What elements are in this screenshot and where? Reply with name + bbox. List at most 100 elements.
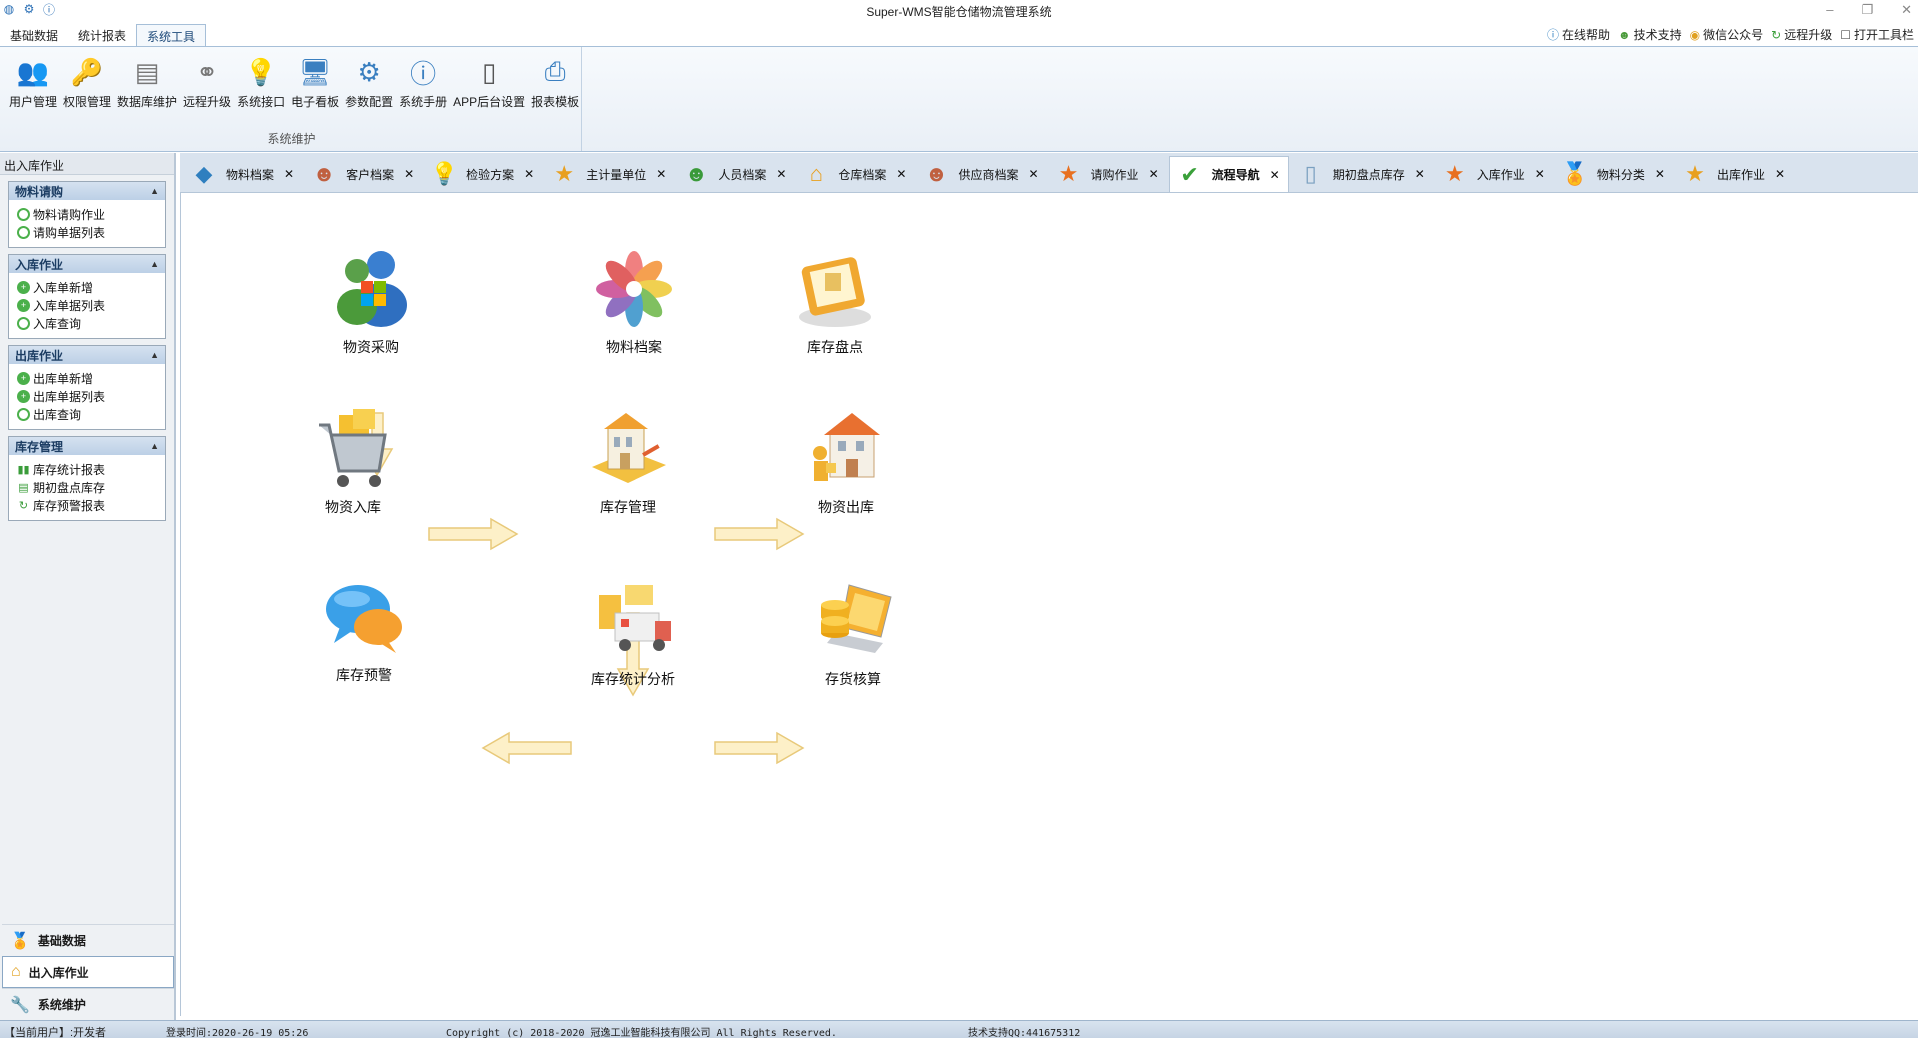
close-icon[interactable]: ✕	[524, 167, 535, 181]
electronic-board-button[interactable]: 🖥电子看板	[288, 53, 342, 110]
supplier-icon: ☻	[924, 161, 949, 186]
help-icon: ⓘ	[1546, 28, 1559, 42]
menu-group-header[interactable]: 物料请购▲	[9, 182, 165, 200]
support-qq: 技术支持QQ:441675312	[968, 1028, 1081, 1038]
flow-node-material-archive[interactable]: 物料档案	[574, 245, 694, 357]
close-icon[interactable]: ✕	[896, 167, 907, 181]
nav-inout-operations[interactable]: ⌂出入库作业	[2, 956, 174, 988]
parameter-config-button[interactable]: ⚙参数配置	[342, 53, 396, 110]
tab-label: 供应商档案	[958, 167, 1019, 182]
close-icon[interactable]: ✕	[1414, 167, 1425, 181]
menu-item-request-list[interactable]: 请购单据列表	[17, 223, 157, 241]
permission-management-button[interactable]: 🔑权限管理	[60, 53, 114, 110]
user-management-button[interactable]: 👥用户管理	[6, 53, 60, 110]
ribbon-tab-basic-data[interactable]: 基础数据	[10, 29, 59, 43]
medal-icon: 🏅	[1561, 161, 1589, 186]
wrench-icon: 🔧	[10, 996, 30, 1014]
copyright-text: Copyright (c) 2018-2020 冠逸工业智能科技有限公司 All…	[446, 1028, 837, 1038]
report-template-button[interactable]: ⎙报表模板	[528, 53, 582, 110]
app-logo-icon[interactable]: ◍	[3, 2, 15, 16]
menu-item-opening-stock[interactable]: ▤期初盘点库存	[17, 478, 157, 496]
tab-warehouse-archive[interactable]: ⌂仓库档案✕	[796, 156, 914, 192]
tab-unit-of-measure[interactable]: ★主计量单位✕	[544, 156, 674, 192]
close-icon[interactable]: ✕	[1534, 167, 1545, 181]
flow-node-stock-alert[interactable]: 库存预警	[304, 573, 424, 685]
support-link[interactable]: ☻技术支持	[1618, 26, 1682, 43]
flow-node-stocktaking[interactable]: 库存盘点	[775, 245, 895, 357]
tab-material-archive[interactable]: ◆物料档案✕	[184, 156, 302, 192]
system-interface-button[interactable]: 💡系统接口	[234, 53, 288, 110]
ribbon-tab-reports[interactable]: 统计报表	[78, 29, 127, 43]
close-icon[interactable]: ✕	[1901, 2, 1912, 17]
close-icon[interactable]: ✕	[1028, 167, 1039, 181]
menu-item-outbound-new[interactable]: +出库单新增	[17, 369, 157, 387]
arrow-analysis-to-accounting	[714, 731, 805, 765]
menu-group-header[interactable]: 库存管理▲	[9, 437, 165, 455]
menu-item-inventory-report[interactable]: ▮▮库存统计报表	[17, 460, 157, 478]
close-icon[interactable]: ✕	[1148, 167, 1159, 181]
close-icon[interactable]: ✕	[284, 167, 295, 181]
toolbar-toggle[interactable]: ☐打开工具栏	[1840, 26, 1914, 43]
tab-outbound-operation[interactable]: ★出库作业✕	[1675, 156, 1793, 192]
close-icon[interactable]: ✕	[1774, 167, 1786, 181]
flow-node-outbound[interactable]: 物资出库	[786, 405, 906, 517]
flow-node-purchase[interactable]: 物资采购	[311, 245, 431, 357]
close-icon[interactable]: ✕	[776, 167, 787, 181]
close-icon[interactable]: ✕	[1269, 167, 1280, 182]
tab-label: 出库作业	[1716, 167, 1765, 182]
settings-icon[interactable]: ⚙	[23, 2, 35, 16]
close-icon[interactable]: ✕	[404, 167, 415, 181]
tab-opening-stock[interactable]: ▯期初盘点库存✕	[1291, 156, 1433, 192]
menu-item-purchase-request[interactable]: 物料请购作业	[17, 205, 157, 223]
collapse-icon[interactable]: ▲	[150, 259, 159, 269]
collapse-icon[interactable]: ▲	[150, 441, 159, 451]
collapse-icon[interactable]: ▲	[150, 350, 159, 360]
menu-item-inbound-list[interactable]: +入库单据列表	[17, 296, 157, 314]
window-title: Super-WMS智能仓储物流管理系统	[866, 5, 1052, 19]
tab-purchase-request[interactable]: ★请购作业✕	[1049, 156, 1167, 192]
menu-item-stock-alert[interactable]: ↻库存预警报表	[17, 496, 157, 514]
flow-node-inventory-accounting[interactable]: 存货核算	[793, 577, 913, 689]
menu-item-inbound-new[interactable]: +入库单新增	[17, 278, 157, 296]
close-icon[interactable]: ✕	[656, 167, 667, 181]
database-maintenance-button[interactable]: ▤数据库维护	[114, 53, 180, 110]
refresh-icon: ↻	[18, 499, 29, 512]
upgrade-link[interactable]: ↻远程升级	[1771, 26, 1832, 43]
wechat-link[interactable]: ◉微信公众号	[1690, 26, 1764, 43]
gear-icon: ⚙	[357, 56, 381, 87]
ribbon-panel: 👥用户管理 🔑权限管理 ▤数据库维护 ⚭远程升级 💡系统接口 🖥电子看板 ⚙参数…	[0, 46, 1918, 152]
flow-node-stock-management[interactable]: 库存管理	[568, 405, 688, 517]
ribbon-tab-bar: 基础数据 统计报表 系统工具	[0, 24, 207, 46]
menu-item-outbound-query[interactable]: 出库查询	[17, 405, 157, 423]
home-icon: ⌂	[809, 161, 824, 186]
minimize-icon[interactable]: –	[1826, 2, 1834, 17]
tab-personnel-archive[interactable]: ☻人员档案✕	[676, 156, 794, 192]
restore-icon[interactable]: ❐	[1861, 2, 1874, 17]
menu-item-inbound-query[interactable]: 入库查询	[17, 314, 157, 332]
tab-inspection-plan[interactable]: 💡检验方案✕	[424, 156, 542, 192]
medal-icon: 🏅	[10, 932, 30, 950]
tab-customer-archive[interactable]: ☻客户档案✕	[304, 156, 422, 192]
left-panel-title: 出入库作业	[0, 153, 174, 175]
tab-supplier-archive[interactable]: ☻ 供应商档案 ✕	[916, 156, 1046, 192]
remote-upgrade-button[interactable]: ⚭远程升级	[180, 53, 234, 110]
checkbox-icon: ☐	[1840, 27, 1851, 42]
close-icon[interactable]: ✕	[1654, 167, 1665, 181]
delivery-truck-icon	[585, 577, 681, 667]
nav-basic-data[interactable]: 🏅基础数据	[2, 924, 174, 956]
menu-group-header[interactable]: 出库作业▲	[9, 346, 165, 364]
tab-material-category[interactable]: 🏅物料分类✕	[1555, 156, 1673, 192]
app-backend-button[interactable]: ▯APP后台设置	[450, 53, 528, 110]
flow-node-stock-analysis[interactable]: 库存统计分析	[573, 577, 693, 689]
ribbon-tab-system-tools[interactable]: 系统工具	[136, 24, 207, 46]
tab-process-navigation[interactable]: ✔流程导航✕	[1168, 156, 1289, 192]
info-icon[interactable]: ⓘ	[42, 2, 55, 17]
tab-inbound-operation[interactable]: ★入库作业✕	[1435, 156, 1553, 192]
collapse-icon[interactable]: ▲	[150, 186, 159, 196]
flow-node-inbound[interactable]: 物资入库	[293, 405, 413, 517]
menu-group-header[interactable]: 入库作业▲	[9, 255, 165, 273]
menu-item-outbound-list[interactable]: +出库单据列表	[17, 387, 157, 405]
nav-system-maintenance[interactable]: 🔧系统维护	[2, 988, 174, 1020]
